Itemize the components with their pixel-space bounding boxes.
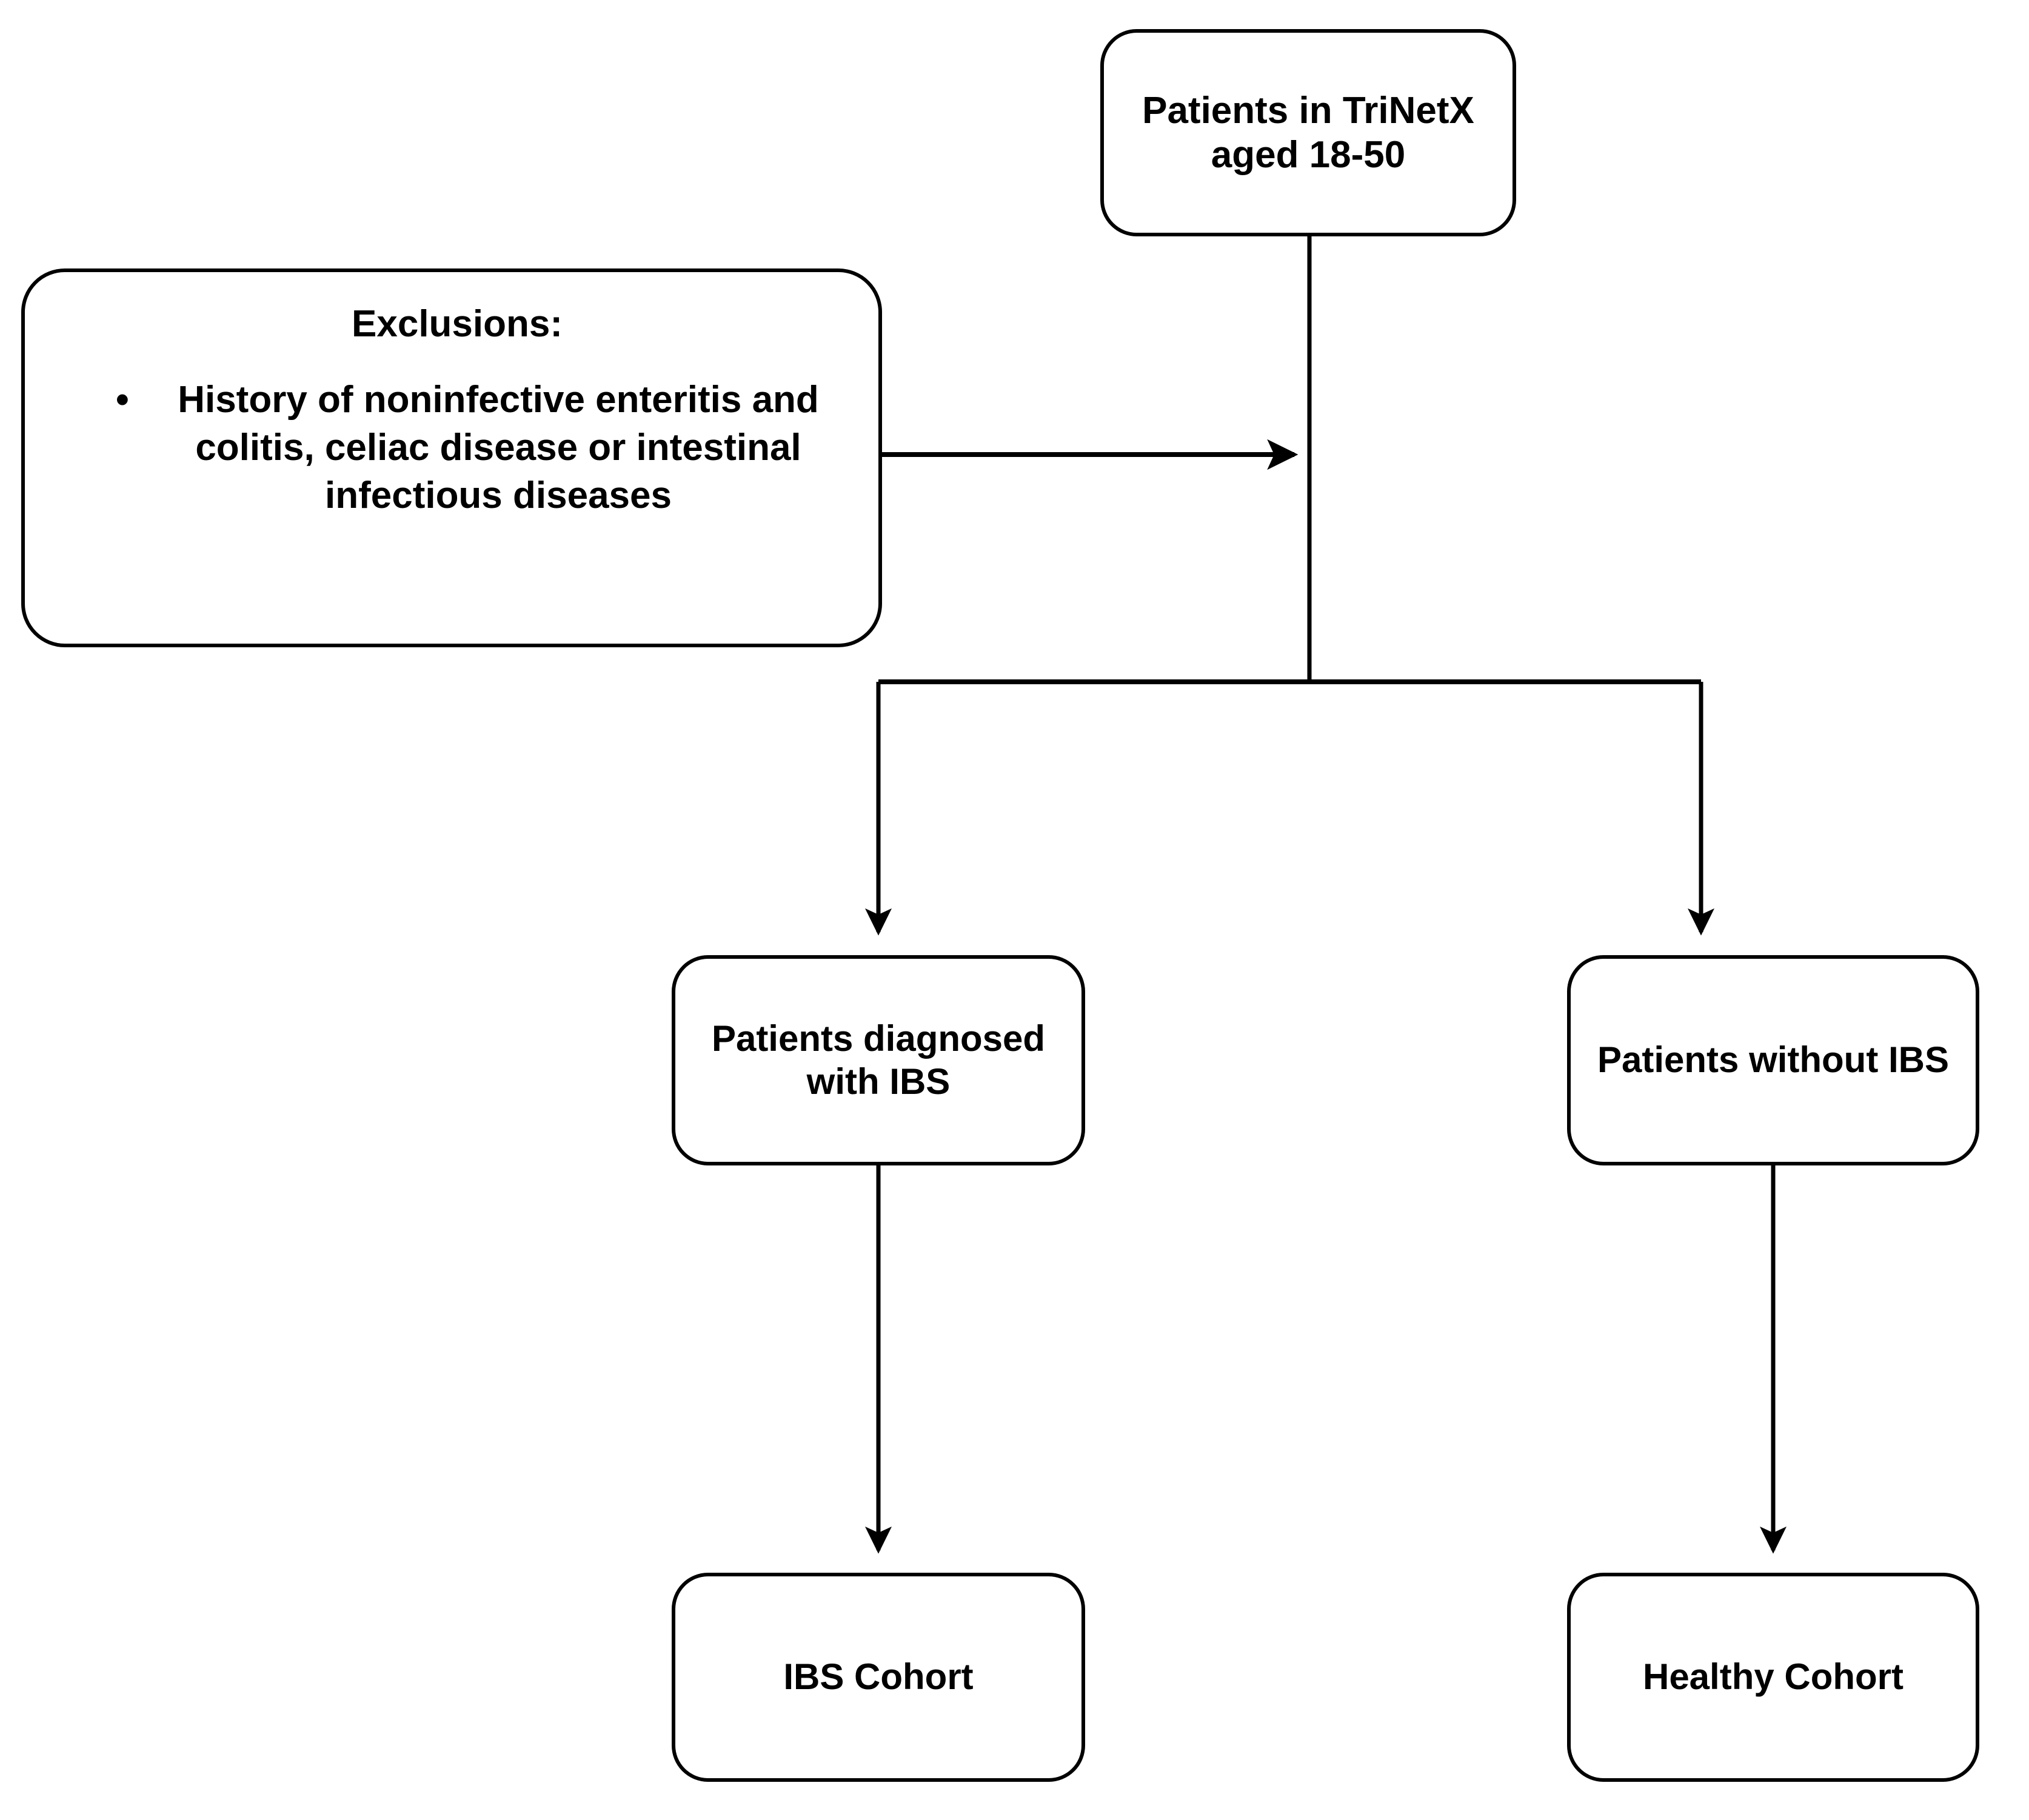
node-healthy-cohort[interactable]: Healthy Cohort: [1567, 1573, 1979, 1782]
node-patients-diagnosed-with-ibs[interactable]: Patients diagnosed with IBS: [672, 955, 1085, 1165]
exclusions-list-item: • History of noninfective enteritis and …: [116, 376, 842, 519]
node-patients-diagnosed-with-ibs-label: Patients diagnosed with IBS: [711, 1018, 1046, 1102]
node-patients-in-trinetx[interactable]: Patients in TriNetX aged 18-50: [1100, 29, 1516, 236]
exclusions-title: Exclusions:: [352, 303, 563, 345]
node-patients-in-trinetx-label: Patients in TriNetX aged 18-50: [1142, 89, 1474, 176]
node-ibs-cohort[interactable]: IBS Cohort: [672, 1573, 1085, 1782]
node-patients-without-ibs-label: Patients without IBS: [1597, 1039, 1950, 1081]
node-ibs-cohort-label: IBS Cohort: [783, 1656, 974, 1698]
exclusions-list: • History of noninfective enteritis and …: [25, 345, 878, 519]
node-healthy-cohort-label: Healthy Cohort: [1642, 1656, 1904, 1698]
bullet-icon: •: [116, 379, 129, 421]
node-patients-without-ibs[interactable]: Patients without IBS: [1567, 955, 1979, 1165]
node-exclusions[interactable]: Exclusions: • History of noninfective en…: [21, 268, 882, 647]
exclusions-list-item-label: History of noninfective enteritis and co…: [178, 379, 819, 516]
